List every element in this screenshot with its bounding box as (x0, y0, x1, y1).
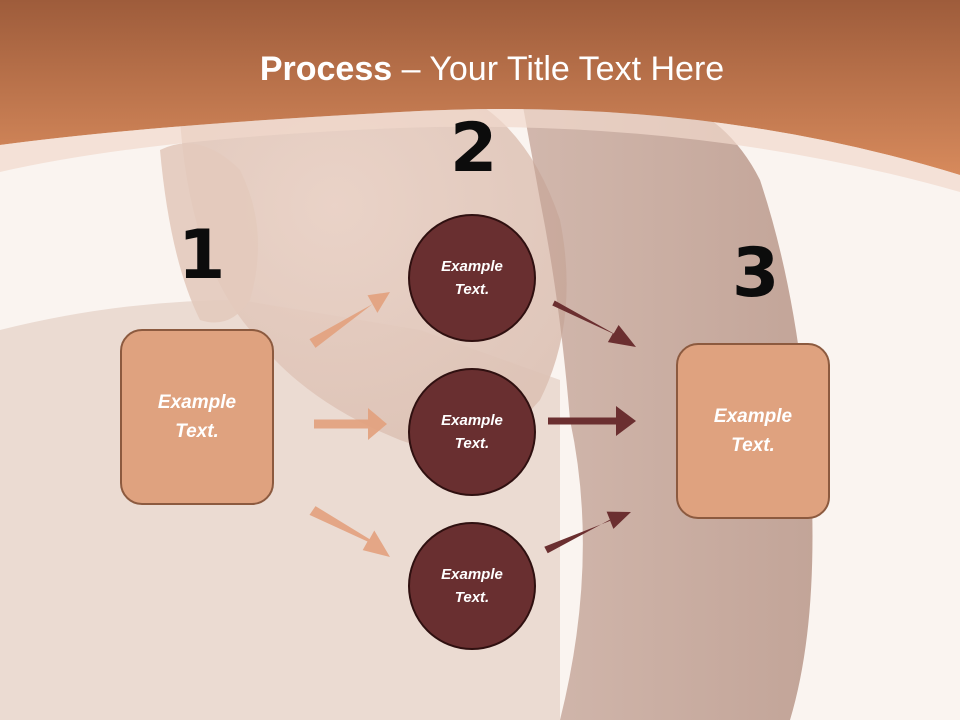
arrow-left-mid (314, 408, 387, 440)
title-dash: – (392, 50, 430, 88)
step-number-3: 3 (732, 234, 780, 313)
circle-top-line1: Example (441, 258, 503, 275)
circle-bottom: Example Text. (408, 522, 536, 650)
step-number-2: 2 (450, 109, 498, 188)
arrow-right-mid (548, 406, 636, 436)
left-arrows (309, 292, 390, 557)
step-number-1: 1 (178, 216, 226, 295)
circle-top-line2: Text. (454, 281, 490, 298)
end-box: Example Text. (676, 343, 830, 519)
arrow-right-up (552, 300, 636, 347)
circle-middle-line1: Example (441, 412, 503, 429)
circle-bottom-line1: Example (441, 566, 503, 583)
end-box-line2: Text. (731, 435, 775, 456)
start-box-line2: Text. (175, 421, 219, 442)
slide-title: Process – Your Title Text Here (0, 50, 960, 89)
circle-middle: Example Text. (408, 368, 536, 496)
circle-top: Example Text. (408, 214, 536, 342)
start-box-line1: Example (157, 392, 237, 413)
arrow-left-up (309, 292, 390, 348)
title-bold: Process (259, 50, 393, 88)
title-rest: Your Title Text Here (429, 50, 725, 88)
circle-bottom-line2: Text. (454, 589, 490, 606)
arrow-right-down (544, 511, 631, 554)
arrow-left-down (309, 506, 390, 557)
end-box-line1: Example (713, 406, 793, 427)
start-box: Example Text. (120, 329, 274, 505)
right-arrows (544, 300, 636, 554)
circle-middle-line2: Text. (454, 435, 490, 452)
